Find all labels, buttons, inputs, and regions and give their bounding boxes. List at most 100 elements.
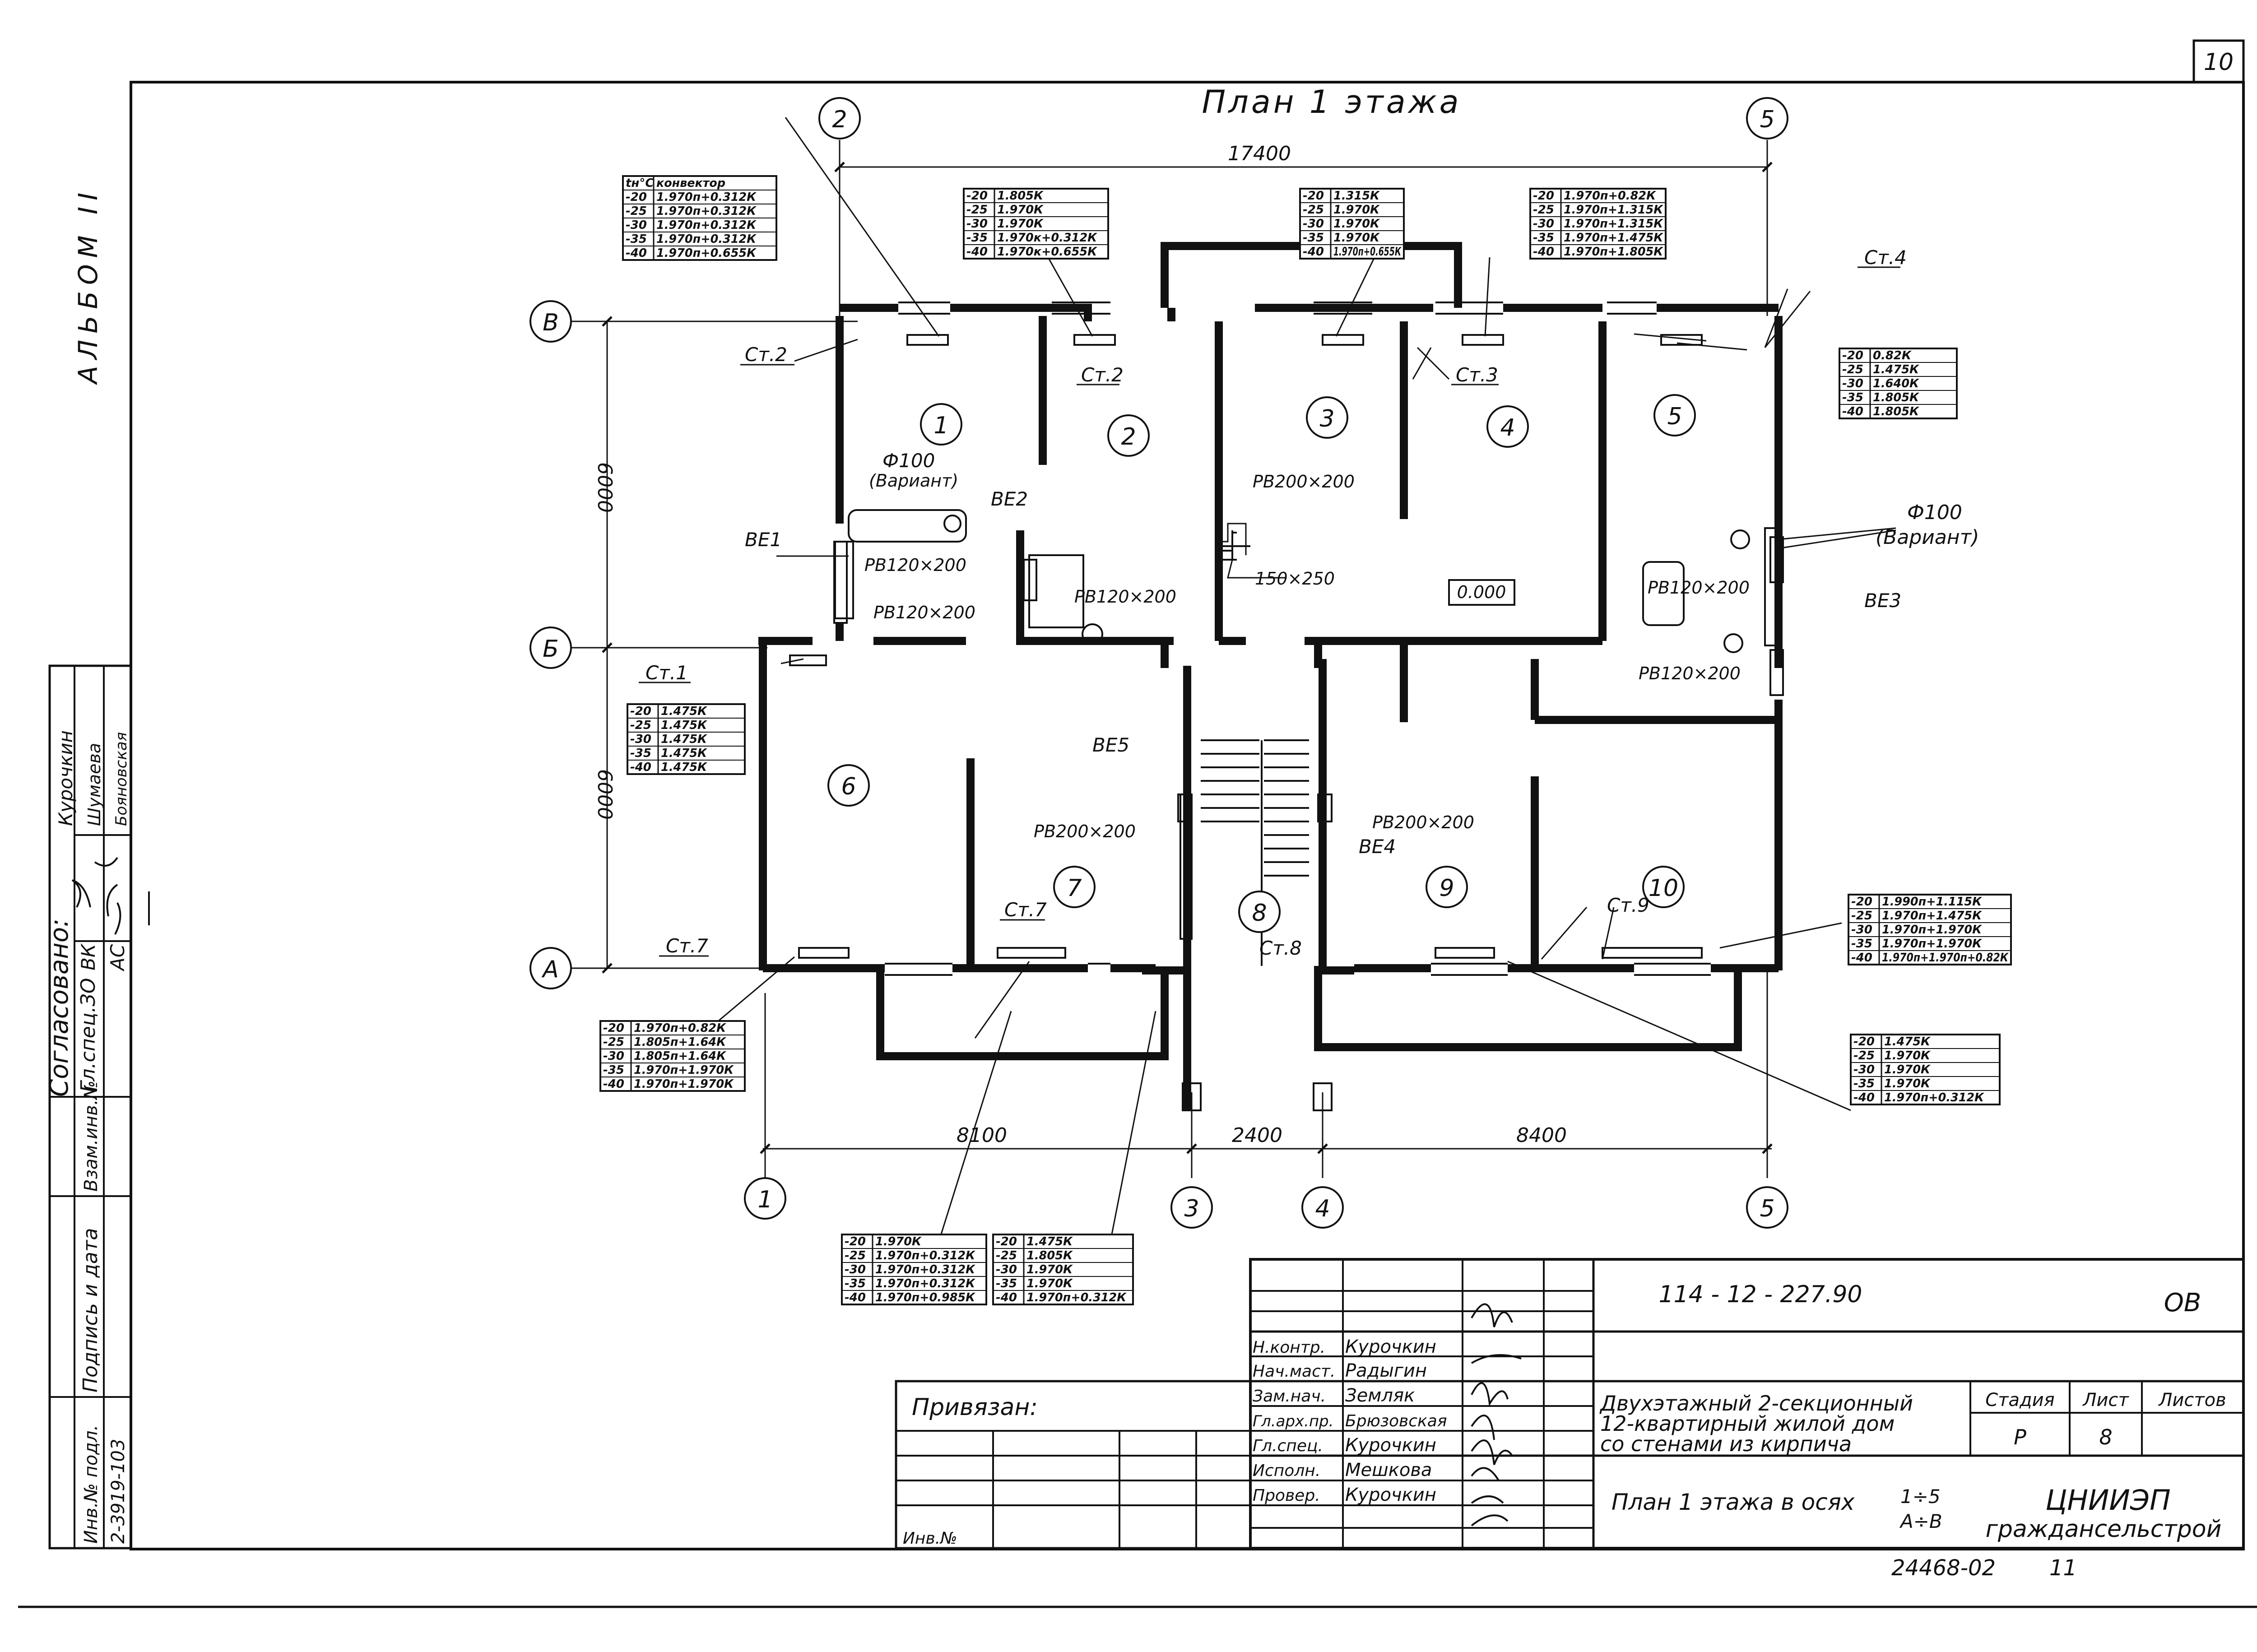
table-temp-cell: -30 bbox=[845, 1263, 866, 1276]
svg-text:Исполн.: Исполн. bbox=[1253, 1462, 1320, 1480]
table-temp-cell: -20 bbox=[1303, 189, 1324, 203]
stage-header: Стадия bbox=[1985, 1390, 2054, 1411]
table-convector-cell: 1.970п+0.312К bbox=[875, 1277, 976, 1290]
table-temp-cell: -25 bbox=[1851, 909, 1872, 923]
dim-bottom-left: 8100 bbox=[957, 1124, 1007, 1147]
convectors bbox=[789, 302, 1711, 976]
svg-text:Брюзовская: Брюзовская bbox=[1345, 1412, 1447, 1430]
title-names: Курочкин Радыгин Земляк Брюзовская Куроч… bbox=[1345, 1336, 1447, 1505]
axes-range-1: 1÷5 bbox=[1900, 1485, 1941, 1508]
table-temp-cell: -20 bbox=[1853, 1035, 1875, 1049]
svg-text:Курочкин: Курочкин bbox=[1345, 1435, 1436, 1456]
table-convector-cell: 1.970К bbox=[875, 1235, 922, 1248]
table-convector-cell: 1.970п+1.970п+0.82К bbox=[1882, 951, 2009, 965]
table-temp-cell: -20 bbox=[996, 1235, 1017, 1248]
sheets-header: Листов bbox=[2158, 1390, 2226, 1411]
dim-top-total: 17400 bbox=[1228, 142, 1291, 165]
desc-line-3: со стенами из кирпича bbox=[1600, 1432, 1852, 1456]
side-signatures bbox=[71, 857, 121, 935]
axis-circle-5-bottom bbox=[1746, 1186, 1788, 1229]
room-6: 6 bbox=[841, 773, 856, 800]
table-convector-cell: 1.970п+0.985К bbox=[875, 1291, 976, 1304]
riser-st8: Ст.8 bbox=[1259, 937, 1302, 959]
table-convector-cell: 1.475К bbox=[1026, 1235, 1073, 1248]
table-convector-cell: 1.970К bbox=[1884, 1049, 1931, 1063]
table-convector-cell: 1.970п+1.475К bbox=[1882, 909, 1983, 923]
axis-label-V: В bbox=[543, 309, 559, 336]
svg-text:Гл.арх.пр.: Гл.арх.пр. bbox=[1253, 1412, 1333, 1430]
footer-code: 24468-02 bbox=[1891, 1555, 1996, 1581]
grid-axes bbox=[569, 140, 1773, 1178]
axis-label-2: 2 bbox=[832, 106, 847, 133]
vent-pb120-c: РВ120×200 bbox=[1074, 587, 1176, 607]
inv-no-label: Инв.№ bbox=[903, 1529, 957, 1548]
table-temp-cell: -40 bbox=[1842, 405, 1863, 418]
table-convector-cell: 1.970п+0.655К bbox=[1333, 245, 1402, 259]
room-5: 5 bbox=[1667, 403, 1682, 430]
room-3: 3 bbox=[1319, 405, 1334, 432]
table-convector-cell: 1.805п+1.64К bbox=[634, 1035, 727, 1049]
table-convector-cell: 1.970п+1.970К bbox=[634, 1077, 734, 1091]
table-convector-cell: 1.970К bbox=[1333, 217, 1380, 231]
table-convector-cell: 1.970п+0.312К bbox=[656, 232, 757, 246]
svg-text:Зам.нач.: Зам.нач. bbox=[1253, 1387, 1326, 1406]
table-temp-cell: -40 bbox=[966, 245, 988, 259]
vent-pb200-a: РВ200×200 bbox=[1253, 472, 1355, 492]
table-temp-cell: -30 bbox=[996, 1263, 1017, 1276]
table-convector-cell: 1.475К bbox=[661, 761, 708, 774]
table-temp-cell: -35 bbox=[1853, 1077, 1875, 1091]
org-name-2: граждансельстрой bbox=[1986, 1516, 2222, 1543]
table-temp-cell: -30 bbox=[603, 1049, 624, 1063]
table-temp-cell: -30 bbox=[1842, 377, 1863, 390]
table-convector-cell: 1.970п+0.82К bbox=[1564, 189, 1657, 203]
table-convector-cell: 1.970п+1.315К bbox=[1564, 203, 1664, 217]
svg-text:Курочкин: Курочкин bbox=[1345, 1485, 1436, 1505]
table-convector-cell: 1.970п+0.312К bbox=[1026, 1291, 1127, 1304]
table-temp-cell: -40 bbox=[626, 246, 647, 260]
table-temp-cell: -20 bbox=[1851, 895, 1872, 909]
svg-text:Мешкова: Мешкова bbox=[1345, 1460, 1432, 1480]
leader-lines bbox=[708, 117, 1896, 1242]
side-agreed: Согласовано: bbox=[45, 919, 74, 1097]
table-temp-cell: -30 bbox=[966, 217, 988, 231]
table-convector-cell: 1.475К bbox=[661, 705, 708, 718]
side-r3-name: Бояновская bbox=[112, 732, 130, 826]
room-markers bbox=[827, 394, 1696, 933]
table-temp-cell: -40 bbox=[1853, 1091, 1875, 1104]
elevation-mark: 0.000 bbox=[1457, 582, 1506, 602]
table-temp-cell: -25 bbox=[966, 203, 988, 217]
vent-blocks bbox=[833, 530, 1784, 822]
svg-text:Провер.: Провер. bbox=[1253, 1486, 1320, 1505]
table-temp-cell: -30 bbox=[626, 218, 647, 232]
dim-bottom-mid: 2400 bbox=[1232, 1124, 1282, 1147]
riser-st7-b: Ст.7 bbox=[1004, 899, 1047, 921]
table-temp-cell: -40 bbox=[1303, 245, 1324, 259]
table-convector-cell: 0.82К bbox=[1873, 349, 1912, 362]
table-convector-cell: 1.970п+0.312К bbox=[656, 190, 757, 204]
vent-phi-b: Ф100 bbox=[1907, 501, 1962, 524]
table-convector-cell: 1.970п+1.970К bbox=[634, 1063, 734, 1077]
doc-mark: ОВ bbox=[2164, 1288, 2201, 1318]
table-temp-cell: -20 bbox=[1842, 349, 1863, 362]
table-temp-cell: -40 bbox=[1851, 951, 1872, 965]
table-temp-cell: -25 bbox=[1853, 1049, 1875, 1063]
axis-circle-V bbox=[529, 300, 572, 343]
side-inv-orig: Инв.№ подл. bbox=[81, 1425, 102, 1544]
table-temp-cell: -35 bbox=[1303, 231, 1324, 245]
table-temp-cell: -25 bbox=[1842, 363, 1863, 376]
table-temp-cell: -30 bbox=[1303, 217, 1324, 231]
vent-duct: 150×250 bbox=[1255, 569, 1335, 589]
table-convector-cell: 1.970К bbox=[1884, 1077, 1931, 1091]
vent-be3: ВЕ3 bbox=[1864, 589, 1901, 612]
table-convector-cell: 1.970п+1.475К bbox=[1564, 231, 1664, 245]
table-temp-cell: -35 bbox=[1533, 231, 1554, 245]
side-sign-date: Подпись и дата bbox=[79, 1228, 102, 1392]
vent-phi-b-variant: (Вариант) bbox=[1876, 526, 1979, 549]
album-label: АЛЬБОМ II bbox=[73, 186, 103, 385]
axis-circle-A bbox=[529, 947, 572, 989]
riser-st2-a: Ст.2 bbox=[745, 343, 787, 366]
